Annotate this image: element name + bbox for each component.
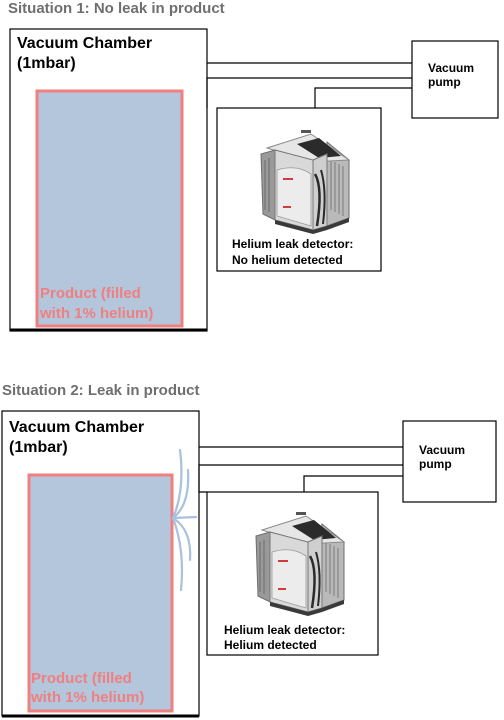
- chamber-2-title-line1: Vacuum Chamber: [9, 419, 144, 436]
- product-2-label-line2: with 1% helium): [30, 689, 144, 706]
- situation-2: Situation 2: Leak in product Vacuum Cham…: [1, 382, 497, 718]
- product-1: Product (filled with 1% helium): [35, 89, 184, 328]
- vacuum-lines-1: [206, 62, 412, 108]
- situation-1: Situation 1: No leak in product Vacuum C…: [8, 0, 499, 332]
- product-2: Product (filled with 1% helium): [27, 473, 174, 713]
- product-1-label-line2: with 1% helium): [39, 305, 153, 322]
- situation-1-heading: Situation 1: No leak in product: [8, 0, 225, 17]
- vacuum-pump-2: Vacuum pump: [402, 420, 497, 503]
- chamber-1-title-line1: Vacuum Chamber: [17, 35, 152, 52]
- helium-leak-stream: [171, 448, 198, 592]
- pump-2-label-line1: Vacuum: [419, 443, 465, 457]
- situation-2-heading: Situation 2: Leak in product: [2, 382, 200, 399]
- pump-1-label-line2: pump: [428, 75, 461, 89]
- helium-leak-detector-2: Helium leak detector: Helium detected: [206, 491, 379, 656]
- pump-1-label-line1: Vacuum: [428, 61, 474, 75]
- vacuum-lines-2: [198, 446, 403, 493]
- product-1-label-line1: Product (filled: [40, 285, 141, 302]
- chamber-2-title-line2: (1mbar): [9, 439, 68, 456]
- chamber-1-title-line2: (1mbar): [17, 55, 76, 72]
- helium-leak-detector-1: Helium leak detector: No helium detected: [216, 107, 382, 272]
- pump-2-label-line2: pump: [419, 457, 452, 471]
- detector-1-status-line2: No helium detected: [232, 253, 343, 267]
- detector-2-status-line2: Helium detected: [224, 638, 317, 652]
- vacuum-pump-1: Vacuum pump: [411, 40, 499, 119]
- detector-1-status-line1: Helium leak detector:: [232, 237, 353, 251]
- detector-2-status-line1: Helium leak detector:: [224, 623, 345, 637]
- product-2-label-line1: Product (filled: [31, 670, 132, 687]
